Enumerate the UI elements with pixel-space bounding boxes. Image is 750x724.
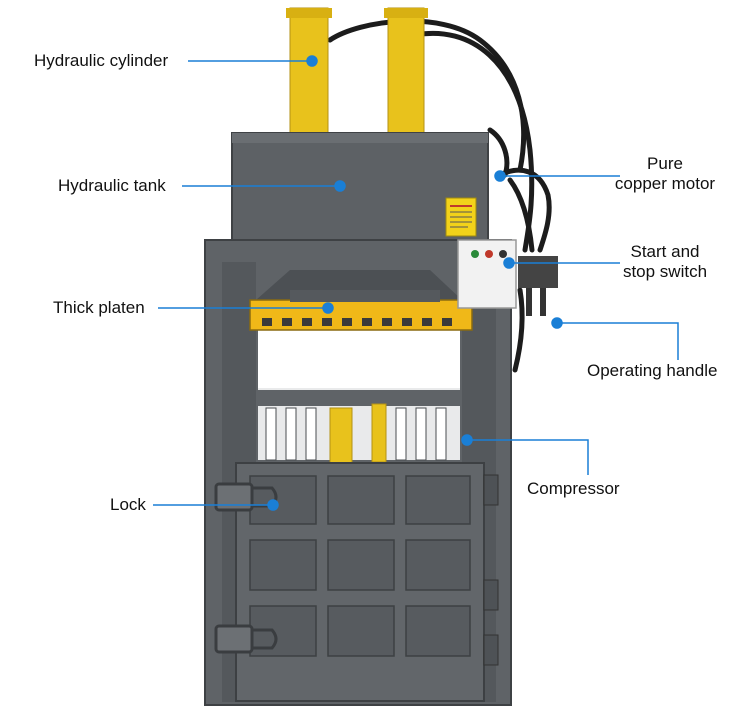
leader-lines xyxy=(153,55,679,511)
hydraulic-cylinder-pair xyxy=(286,7,428,137)
hydraulic-hoses xyxy=(327,18,552,373)
label-hydraulic-cylinder: Hydraulic cylinder xyxy=(34,51,169,70)
thick-platen-plate xyxy=(249,290,473,331)
label-operating-handle: Operating handle xyxy=(587,361,718,380)
label-lock: Lock xyxy=(110,495,146,514)
label-thick-platen: Thick platen xyxy=(53,298,145,317)
label-hydraulic-tank: Hydraulic tank xyxy=(58,176,166,195)
control-box xyxy=(457,239,558,316)
label-compressor: Compressor xyxy=(527,479,620,498)
hydraulic-tank-body xyxy=(231,132,489,244)
label-pure-copper-motor: Pure copper motor xyxy=(614,154,716,193)
label-start-stop-switch: Start and stop switch xyxy=(622,242,708,281)
front-door xyxy=(214,462,499,702)
